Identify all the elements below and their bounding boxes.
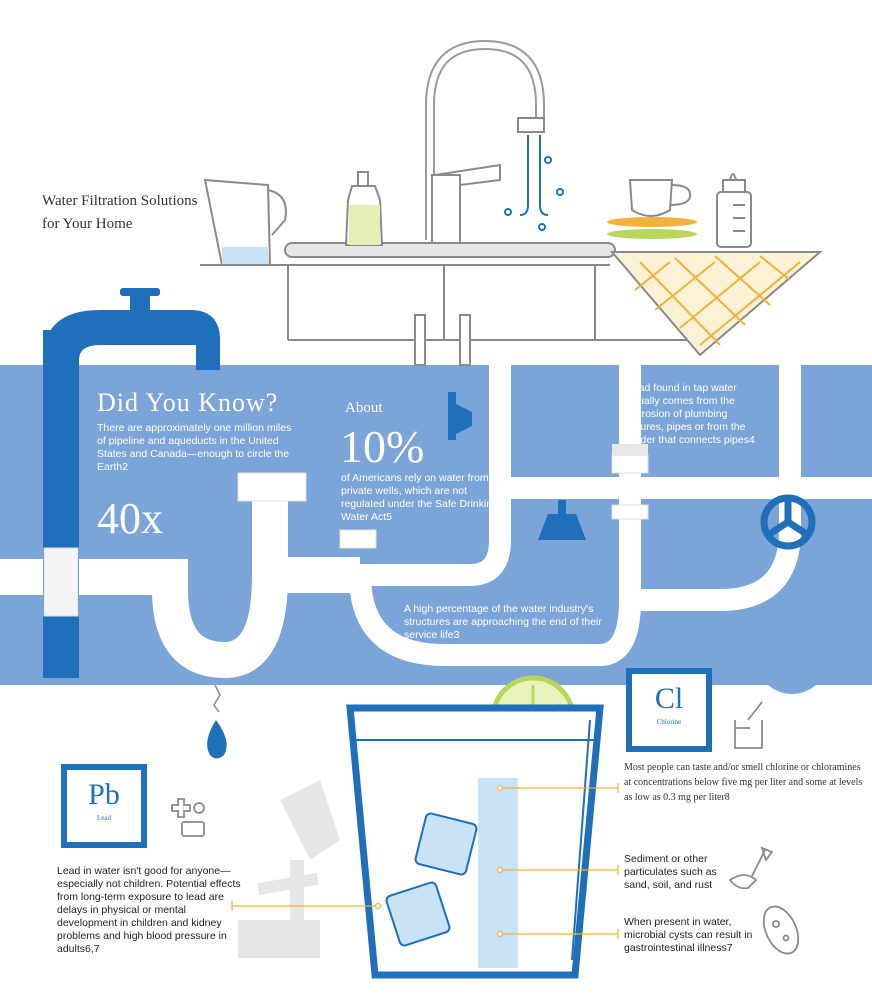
microbial-cysts-text: When present in water, microbial cysts c… xyxy=(624,916,753,954)
faucet-fixture-icon xyxy=(612,444,648,456)
chlorine-text: Most people can taste and/or smell chlor… xyxy=(624,762,863,803)
baby-bottle-illustration xyxy=(716,173,752,248)
ice-cube-icon xyxy=(385,881,451,947)
chlorine-symbol: Cl xyxy=(654,682,684,715)
did-you-know-heading: Did You Know? xyxy=(97,388,279,417)
ice-cube-icon xyxy=(414,812,478,876)
valve-wheel-icon xyxy=(760,494,816,550)
pitcher-illustration xyxy=(203,178,287,266)
cup-plates-illustration xyxy=(607,179,697,239)
water-stream xyxy=(504,135,564,231)
private-wells-text: of Americans rely on water from private … xyxy=(341,472,499,523)
sediment-text: Sediment or other particulates such as s… xyxy=(624,853,717,891)
band-corner-blob xyxy=(756,622,828,694)
chlorine-name: Chlorine xyxy=(656,718,682,726)
blue-valve-icon xyxy=(448,392,472,440)
child-reading-icon xyxy=(171,798,205,837)
pipe-joint xyxy=(237,472,307,502)
lead-text: Lead in water isn't good for anyone—espe… xyxy=(57,865,241,955)
shovel-icon xyxy=(728,846,774,890)
page-title: Water Filtration Solutions for Your Home xyxy=(42,193,198,232)
infrastructure-text: A high percentage of the water industry'… xyxy=(404,603,602,641)
microbe-icon xyxy=(762,905,800,955)
lead-element-badge: Pb Lead xyxy=(61,764,147,848)
percent-stat: 10% xyxy=(340,421,425,472)
white-pipes xyxy=(0,365,872,679)
sink-illustration xyxy=(200,39,700,366)
drinking-glass xyxy=(346,704,604,979)
microscope-icon xyxy=(238,780,340,958)
sprinkler-icon xyxy=(538,500,586,540)
blue-spigot-pipe xyxy=(43,288,220,678)
lead-tap-water-text: Lead found in tap water usually comes fr… xyxy=(627,382,755,446)
beaker-icon xyxy=(734,701,763,749)
about-label: About xyxy=(345,400,383,416)
callout-lines xyxy=(231,783,619,939)
multiplier-stat: 40x xyxy=(97,494,163,543)
water-drop-icon xyxy=(207,720,227,759)
towel-illustration xyxy=(609,251,823,357)
did-you-know-band xyxy=(0,365,872,685)
soap-bottle-illustration xyxy=(344,171,384,246)
lead-name: Lead xyxy=(97,814,111,822)
pipeline-fact-text: There are approximately one million mile… xyxy=(97,422,292,473)
lead-symbol: Pb xyxy=(88,778,120,811)
chlorine-element-badge: Cl Chlorine xyxy=(626,668,712,752)
